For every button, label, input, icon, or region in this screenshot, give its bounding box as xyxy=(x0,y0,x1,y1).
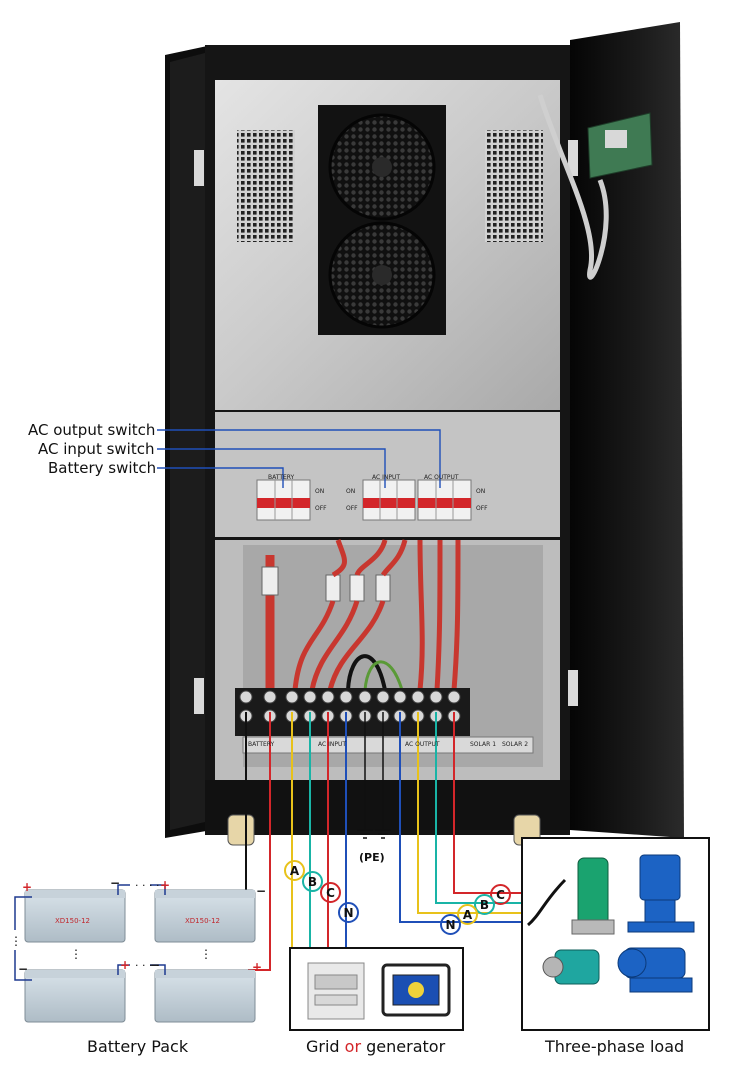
terminal-ac-input-text: AC INPUT xyxy=(318,741,347,748)
terminal-solar2-text: SOLAR 2 xyxy=(502,741,529,748)
right-vent-grille xyxy=(485,130,543,242)
fuse-icon xyxy=(349,574,365,602)
fuse-icon xyxy=(325,574,341,602)
phase-a-badge: A xyxy=(284,860,305,881)
phase-c-badge: C xyxy=(320,882,341,903)
grid-generator-box xyxy=(289,947,464,1031)
battery-minus-symbol: − xyxy=(256,884,267,898)
neutral-badge: N xyxy=(338,902,359,923)
ribbon-cable xyxy=(537,94,609,280)
terminal-screw-icon xyxy=(358,690,372,704)
left-vent-grille xyxy=(237,130,295,242)
terminal-solar1-text: SOLAR 1 xyxy=(470,741,497,748)
hinge-icon xyxy=(194,150,204,186)
leader-lines xyxy=(157,429,441,488)
hinge-icon xyxy=(194,678,204,714)
terminal-screw-icon xyxy=(393,690,407,704)
breaker-on-text: ON xyxy=(476,488,486,495)
breaker-ac-input-text: AC INPUT xyxy=(372,474,401,481)
battery-model-label: XD150-12 xyxy=(55,917,90,925)
parallel-ellipsis: ⋮ xyxy=(10,934,22,948)
fuse-icon xyxy=(375,574,391,602)
horizontal-pump-icon xyxy=(617,947,693,993)
breaker-battery-text: BATTERY xyxy=(268,474,295,481)
series-ellipsis: · · · · xyxy=(135,959,159,972)
terminal-screw-icon xyxy=(376,690,390,704)
battery-unit xyxy=(24,969,126,1023)
battery-pack-caption: Battery Pack xyxy=(87,1037,189,1056)
breaker-off-text: OFF xyxy=(476,505,488,512)
breaker-off-text: OFF xyxy=(346,505,358,512)
battery-model-label: XD150-12 xyxy=(185,917,220,925)
terminal-battery-text: BATTERY xyxy=(248,741,275,748)
terminal-screw-icon xyxy=(339,690,353,704)
ac-output-switch-label: AC output switch xyxy=(28,421,156,439)
phase-c-badge: C xyxy=(490,884,511,905)
battery-unit xyxy=(24,889,126,943)
motor-icon xyxy=(542,949,600,985)
neutral-badge: N xyxy=(440,914,461,935)
three-phase-load-caption: Three-phase load xyxy=(545,1037,685,1056)
terminal-screw-icon xyxy=(263,690,277,704)
terminal-screw-icon xyxy=(411,690,425,704)
pe-label: (PE) xyxy=(359,851,385,864)
terminal-screw-icon xyxy=(239,690,253,704)
phase-b-badge: B xyxy=(474,894,495,915)
fuse-icon xyxy=(261,566,279,596)
ac-input-switch-label: AC input switch xyxy=(38,440,155,458)
ac-input-breaker xyxy=(363,498,415,508)
battery-minus-symbol: − xyxy=(110,876,121,890)
battery-minus-symbol: − xyxy=(150,958,161,972)
battery-plus-symbol: + xyxy=(22,880,33,894)
terminal-ac-output-text: AC OUTPUT xyxy=(405,741,440,748)
battery-plus-symbol: + xyxy=(252,960,263,974)
submersible-pump-icon xyxy=(527,857,615,935)
hinge-icon xyxy=(568,670,578,706)
phase-a-badge: A xyxy=(457,904,478,925)
caster-left xyxy=(227,814,255,846)
ground-icon xyxy=(357,829,391,839)
breaker-off-text: OFF xyxy=(315,505,327,512)
parallel-ellipsis: ⋮ xyxy=(70,947,82,961)
terminal-screw-icon xyxy=(303,690,317,704)
breakers xyxy=(256,479,472,521)
or-caption: or xyxy=(344,1037,362,1056)
generator-icon xyxy=(381,963,451,1017)
terminal-screw-icon xyxy=(321,690,335,704)
internal-wiring xyxy=(261,539,461,691)
distribution-board-icon xyxy=(307,962,365,1020)
terminal-label-strip xyxy=(242,736,534,754)
battery-unit xyxy=(154,889,256,943)
parallel-ellipsis: ⋮ xyxy=(200,947,212,961)
breaker-on-text: ON xyxy=(315,488,325,495)
grid-caption: Grid xyxy=(306,1037,340,1056)
ac-output-breaker xyxy=(418,498,471,508)
hinge-icon xyxy=(568,140,578,176)
breaker-ac-output-text: AC OUTPUT xyxy=(424,474,459,481)
battery-switch-label: Battery switch xyxy=(48,459,157,477)
right-door xyxy=(570,22,684,838)
terminal-screw-icon xyxy=(285,690,299,704)
battery-plus-symbol: + xyxy=(160,878,171,892)
terminal-screw-icon xyxy=(447,690,461,704)
battery-minus-symbol: − xyxy=(18,962,29,976)
battery-pack: · · · · · · · · ⋮ ⋮ ⋮ xyxy=(10,879,256,1023)
series-ellipsis: · · · · xyxy=(135,879,159,892)
battery-plus-symbol: + xyxy=(120,958,131,972)
battery-unit xyxy=(154,969,256,1023)
battery-breaker xyxy=(257,498,310,508)
vertical-pump-icon xyxy=(627,854,695,933)
terminal-screw-icon xyxy=(429,690,443,704)
breaker-on-text: ON xyxy=(346,488,356,495)
grid-generator-caption: Grid or generator xyxy=(306,1037,445,1056)
generator-caption: generator xyxy=(366,1037,446,1056)
phase-b-badge: B xyxy=(302,871,323,892)
three-phase-load-box xyxy=(521,837,710,1031)
